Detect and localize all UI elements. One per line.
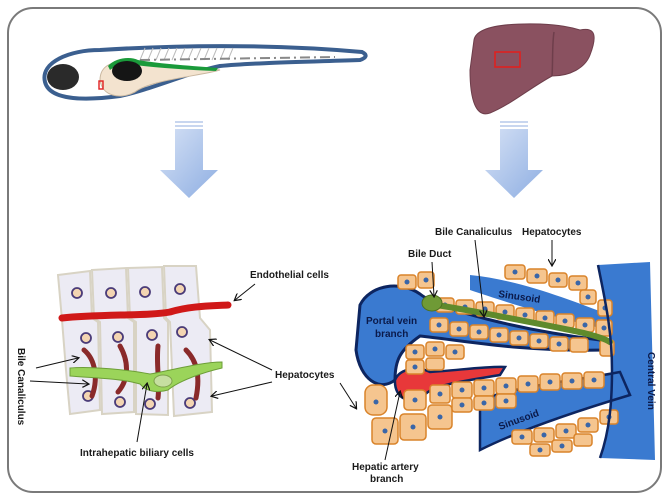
intrahepatic-biliary-cell: [69, 361, 223, 393]
label-hepatic-artery-line2: branch: [370, 474, 403, 485]
label-bile-duct: Bile Duct: [408, 249, 452, 260]
pointer-arrow: [235, 283, 256, 300]
label-bile-canaliculus: Bile Canaliculus: [435, 227, 513, 238]
fish-eye: [47, 64, 79, 90]
pointer-arrow: [136, 384, 147, 443]
label-bile-canaliculus-vertical: Bile Canaliculus: [15, 348, 26, 426]
notochord-dashes: [139, 56, 336, 61]
liver-shape: [469, 23, 595, 115]
nuclei: [71, 283, 196, 410]
pointer-arrow: [35, 358, 78, 369]
label-portal-vein-line1: Portal vein: [366, 316, 417, 327]
label-portal-vein-line2: branch: [375, 329, 408, 340]
pointer-arrow: [29, 381, 88, 384]
bile-canaliculus-mammal: [427, 301, 613, 345]
label-intrahepatic-biliary-cells: Intrahepatic biliary cells: [80, 448, 194, 459]
endothelial-vessel: [58, 301, 232, 322]
biliary-cell-nucleus: [153, 374, 173, 388]
pointer-arrow: [210, 340, 273, 371]
hepatocyte-nuclei: [373, 269, 612, 453]
arrow-right: [485, 121, 543, 198]
bile-duct: [421, 294, 443, 312]
label-hepatocytes: Hepatocytes: [522, 227, 582, 238]
figure-frame: [7, 7, 662, 493]
central-vein-edge: [596, 264, 614, 459]
down-arrow-icon: [485, 129, 543, 198]
pointer-arrow: [474, 239, 484, 316]
pointer-arrow: [212, 381, 273, 396]
zebrafish-annotations: Endothelial cells Hepatocytes Bile Canal…: [15, 270, 356, 459]
label-endothelial-cells: Endothelial cells: [250, 270, 329, 281]
zebrafish-liver-schematic: [56, 265, 232, 418]
mammalian-liver-schematic: [354, 262, 655, 460]
label-hepatocytes-left: Hepatocytes: [275, 370, 335, 381]
label-hepatic-artery-line1: Hepatic artery: [352, 462, 419, 473]
pointer-arrow: [339, 382, 356, 408]
arrow-left: [160, 121, 218, 198]
human-liver: [469, 23, 595, 115]
pointer-arrow: [432, 261, 434, 296]
pointer-arrow: [384, 392, 400, 461]
liver-lobe-line: [551, 31, 555, 77]
gut-green: [108, 58, 218, 71]
zebrafish-larva: [42, 44, 368, 101]
label-central-vein: Central Vein: [645, 352, 656, 410]
larva-liver-highlight-box: [98, 80, 104, 90]
sinusoid-top-area: [470, 275, 610, 330]
yolk-dark: [112, 61, 142, 81]
down-arrow-icon: [160, 129, 218, 198]
liver-highlight-box: [494, 51, 521, 68]
